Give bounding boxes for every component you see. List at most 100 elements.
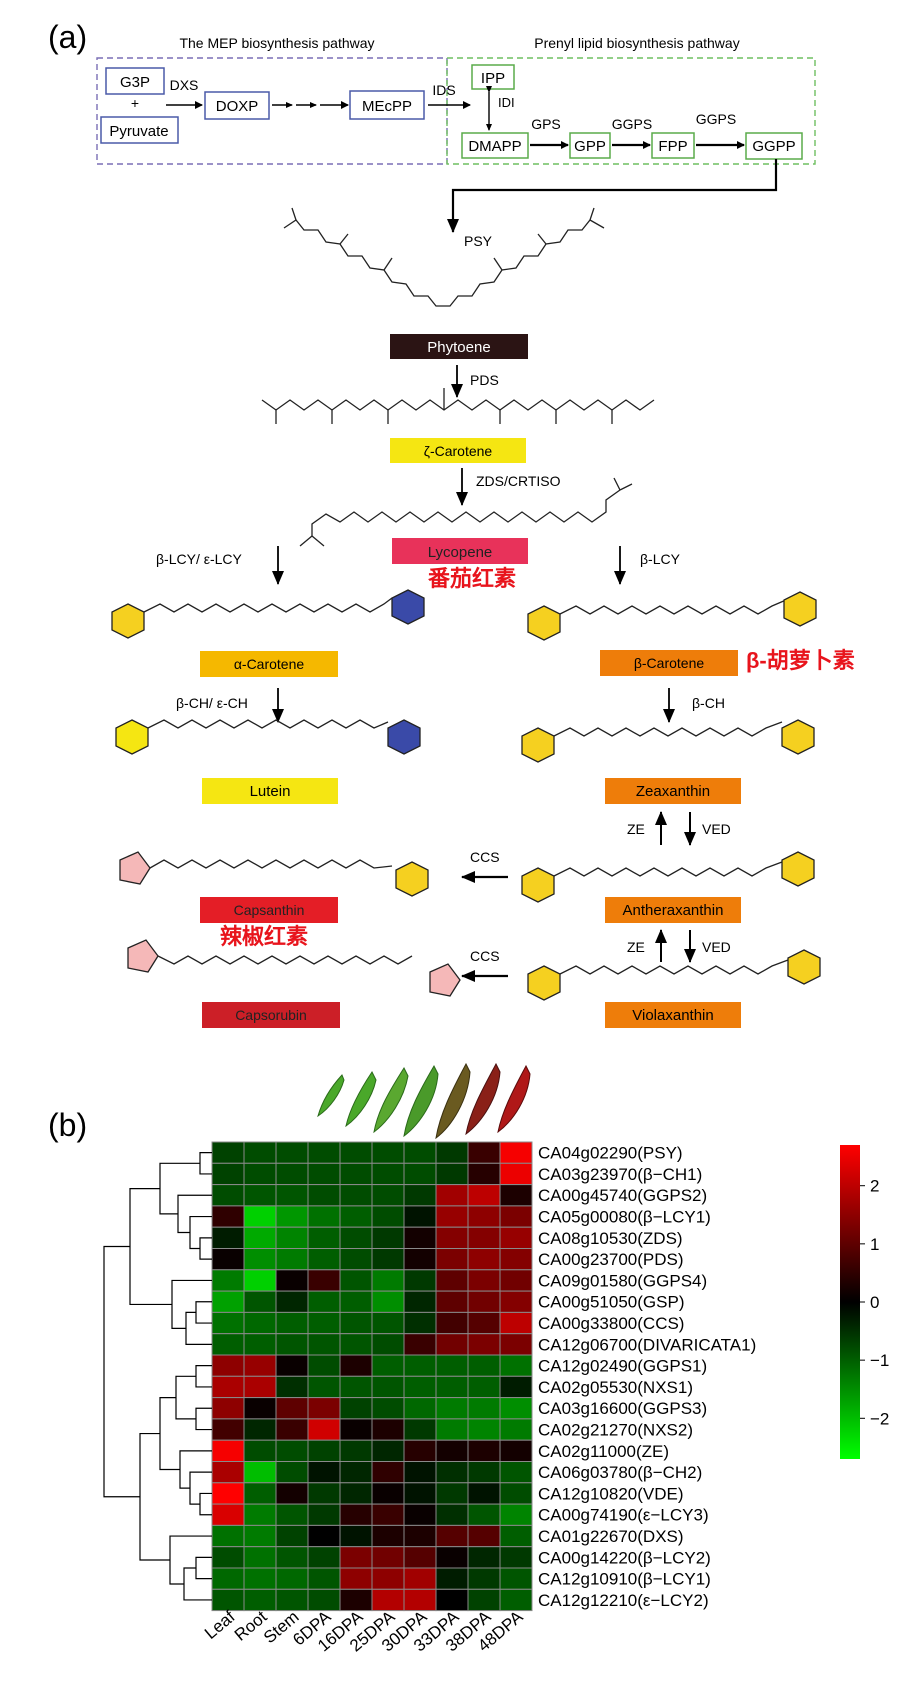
gpp-label: GPP [574, 138, 606, 155]
heatmap-cell [211, 1588, 245, 1612]
heatmap-cell [275, 1546, 309, 1569]
dendrogram-branch [195, 1407, 212, 1431]
lutein-label: Lutein [250, 783, 291, 800]
dendrogram-branch [179, 1450, 212, 1489]
heatmap-cell [211, 1482, 245, 1505]
heatmap-cell [371, 1588, 405, 1612]
heatmap-cell [403, 1354, 437, 1377]
heatmap-cell [435, 1269, 469, 1292]
dendrogram-branch [171, 1279, 212, 1329]
capsanthin-structure [119, 851, 429, 897]
heatmap-cell [243, 1439, 277, 1462]
heatmap-cell [211, 1162, 245, 1186]
heatmap-cell [211, 1503, 245, 1526]
heatmap-cell [467, 1141, 501, 1164]
lycopene-box [392, 538, 528, 564]
capsorubin-label: Capsorubin [235, 1007, 307, 1023]
row-label: CA05g00080(β−LCY1) [538, 1208, 711, 1227]
heatmap-cell [275, 1524, 309, 1548]
heatmap-cell [467, 1311, 501, 1335]
ipp-box [471, 64, 515, 90]
column-label: Leaf [201, 1607, 239, 1643]
heatmap-cell [403, 1205, 437, 1228]
heatmap-cell [275, 1226, 309, 1249]
row-label: CA02g11000(ZE) [538, 1442, 669, 1461]
beta-carotene-box [600, 650, 738, 676]
dendrogram-branch [129, 1187, 172, 1306]
lycopene-structure [299, 477, 633, 547]
heatmap-cell [467, 1375, 501, 1399]
heatmap-cell [467, 1248, 501, 1271]
pds-label: PDS [470, 372, 499, 388]
heatmap-cell [435, 1588, 469, 1612]
ggps-label-2: GGPS [696, 111, 736, 127]
heatmap-cell [307, 1567, 341, 1590]
dendrogram-branch [183, 1567, 212, 1601]
heatmap-cell [339, 1397, 373, 1420]
ze-label-2: ZE [627, 939, 645, 955]
heatmap-cell [435, 1418, 469, 1441]
row-label: CA00g33800(CCS) [538, 1314, 684, 1333]
heatmap-cell [435, 1439, 469, 1462]
heatmap-cell [307, 1503, 341, 1526]
row-label: CA12g06700(DIVARICATA1) [538, 1335, 756, 1354]
row-label: CA12g02490(GGPS1) [538, 1357, 707, 1376]
heatmap-cell [211, 1418, 245, 1441]
heatmap-cell [467, 1567, 501, 1590]
heatmap-cell [307, 1546, 341, 1569]
dendrogram-branch [195, 1365, 212, 1388]
alpha-carotene-box [200, 651, 338, 677]
heatmap-cell [371, 1141, 405, 1164]
heatmap-cell [467, 1354, 501, 1377]
pyruvate-label: Pyruvate [109, 123, 168, 140]
colorbar-tick-label: 0 [870, 1293, 879, 1312]
phytoene-label: Phytoene [427, 339, 490, 356]
heatmap-cell [243, 1546, 277, 1569]
heatmap-cell [275, 1439, 309, 1462]
heatmap-cell [435, 1311, 469, 1335]
ccs-label-1: CCS [470, 849, 500, 865]
heatmap-cell [403, 1567, 437, 1590]
row-label: CA00g51050(GSP) [538, 1293, 684, 1312]
heatmap-cell [307, 1461, 341, 1484]
heatmap-cell [275, 1141, 309, 1164]
phytoene-box [390, 334, 528, 359]
heatmap-cell [499, 1205, 533, 1228]
zeaxanthin-structure [521, 719, 815, 763]
heatmap-cell [307, 1588, 341, 1612]
heatmap-cell [275, 1418, 309, 1441]
heatmap-cell [211, 1141, 245, 1164]
heatmap-cell [403, 1546, 437, 1569]
blcy-label: β-LCY [640, 551, 681, 567]
heatmap-cell [499, 1311, 533, 1335]
heatmap-cell [275, 1290, 309, 1313]
row-label: CA00g23700(PDS) [538, 1250, 684, 1269]
heatmap-cell [371, 1482, 405, 1505]
heatmap-cell [435, 1482, 469, 1505]
fpp-label: FPP [658, 138, 687, 155]
heatmap-cell [211, 1439, 245, 1462]
heatmap-cell [275, 1333, 309, 1356]
heatmap-cell [339, 1290, 373, 1313]
heatmap-cell [467, 1418, 501, 1441]
heatmap-cell [307, 1205, 341, 1228]
heatmap-cell [435, 1290, 469, 1313]
heatmap-cell [243, 1141, 277, 1164]
heatmap-cell [371, 1226, 405, 1249]
dendrogram-branch [195, 1301, 212, 1324]
heatmap-cell [307, 1290, 341, 1313]
heatmap-cell [403, 1461, 437, 1484]
heatmap-cell [467, 1588, 501, 1612]
heatmap-cell [499, 1418, 533, 1441]
heatmap-cell [435, 1141, 469, 1164]
heatmap-cell [435, 1524, 469, 1548]
heatmap-cell [243, 1418, 277, 1441]
colorbar [840, 1145, 860, 1459]
heatmap-cell [499, 1162, 533, 1186]
heatmap-cell [467, 1184, 501, 1207]
heatmap-cell [307, 1269, 341, 1292]
heatmap-cell [275, 1503, 309, 1526]
row-label: CA08g10530(ZDS) [538, 1229, 683, 1248]
heatmap-cell [467, 1226, 501, 1249]
heatmap-cell [371, 1375, 405, 1399]
